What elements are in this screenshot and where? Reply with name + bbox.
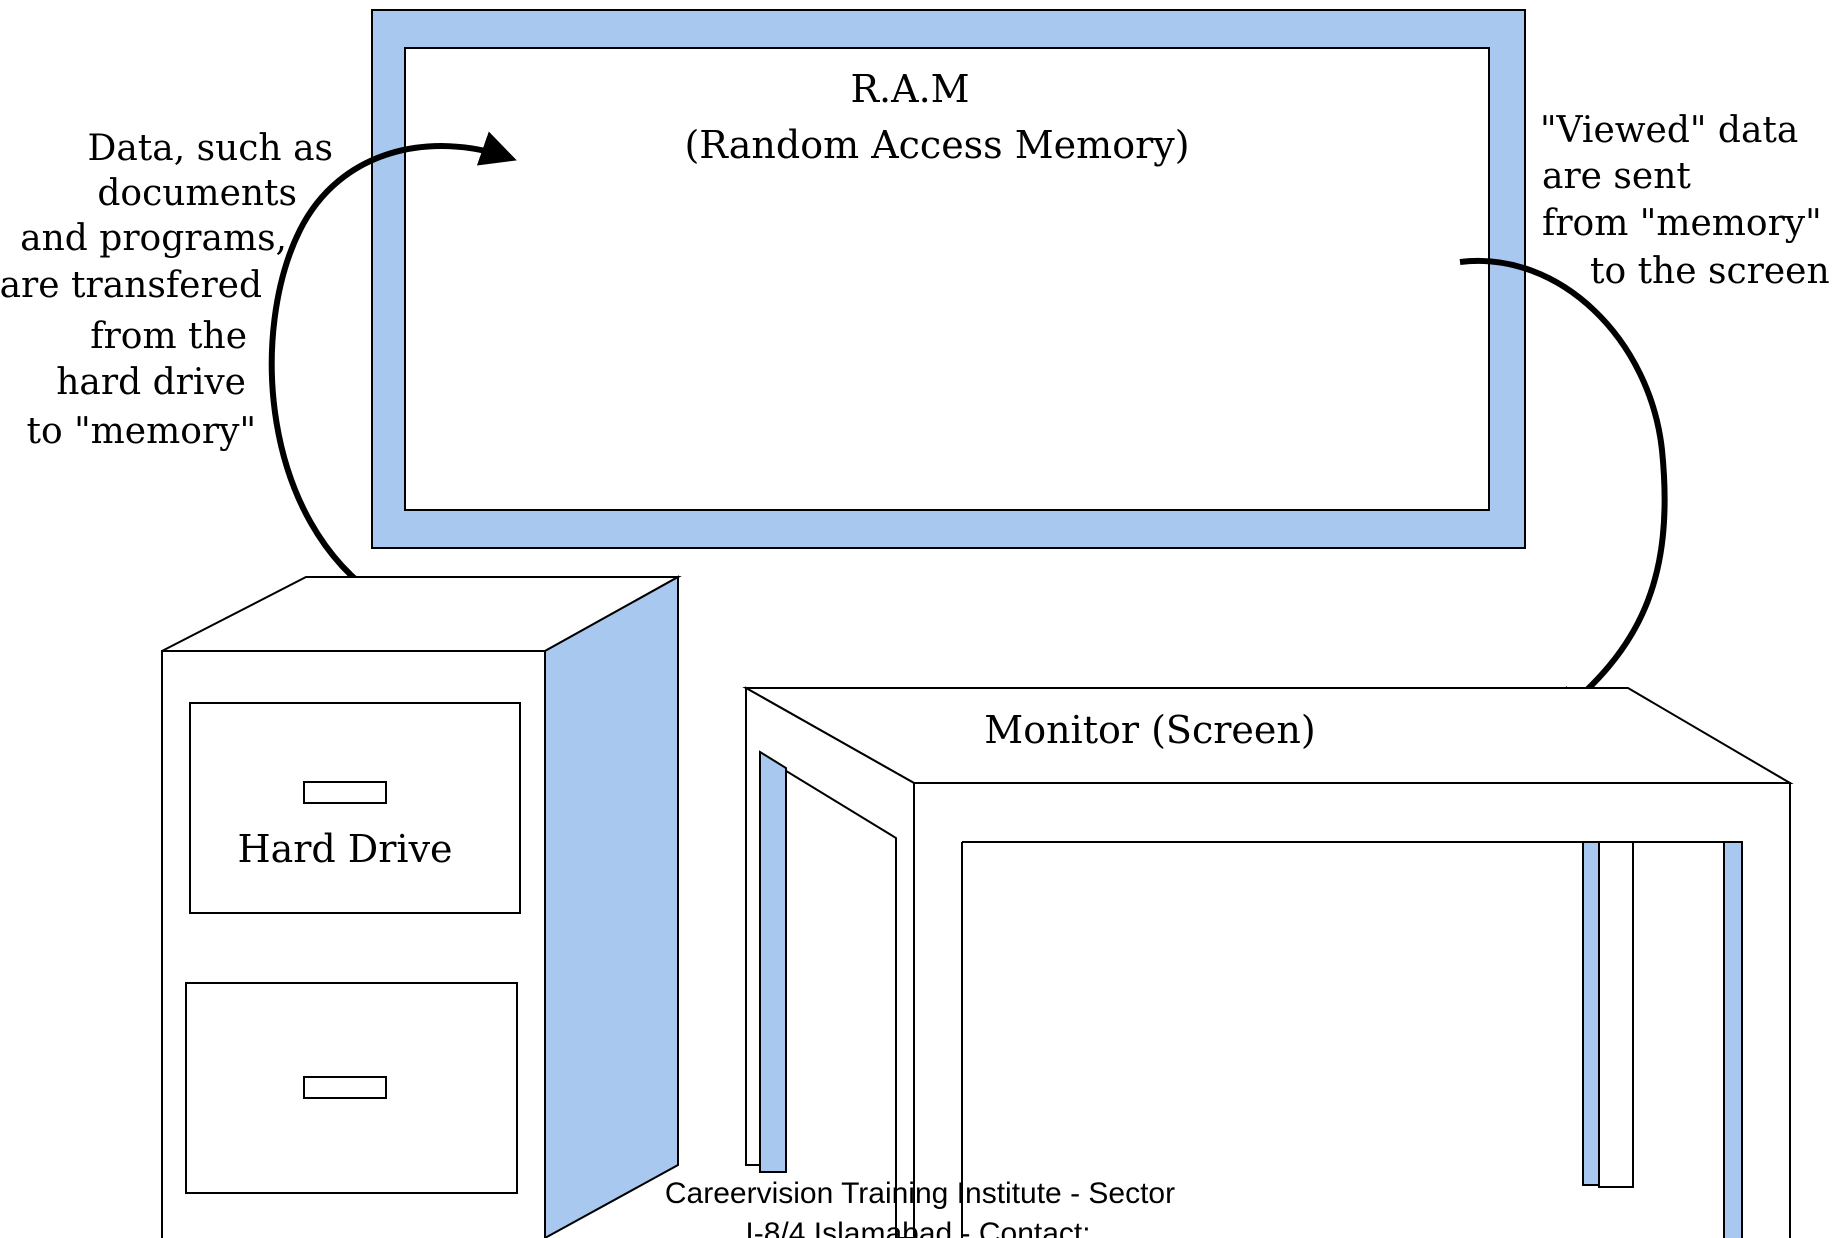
drawer-top [189, 702, 521, 914]
ram-title: R.A.M [850, 67, 969, 111]
svg-text:I-8/4 Islamabad - Contact:: I-8/4 Islamabad - Contact: [745, 1217, 1090, 1238]
svg-text:to "memory": to "memory" [27, 411, 257, 452]
svg-text:"Viewed" data: "Viewed" data [1540, 110, 1798, 151]
svg-text:from the: from the [90, 316, 247, 357]
drawer-handle [303, 1076, 387, 1099]
svg-text:to the screen: to the screen [1590, 251, 1830, 292]
curved-arrow-icon [1459, 257, 1668, 723]
ram-subtitle: (Random Access Memory) [684, 123, 1189, 167]
left-note: Data, such as documents and programs, ar… [0, 128, 333, 452]
drawer-handle [303, 781, 387, 804]
hard-drive-cabinet [161, 575, 682, 1238]
svg-text:hard drive: hard drive [56, 362, 246, 403]
svg-text:from "memory": from "memory" [1542, 203, 1822, 244]
curved-arrow-icon [268, 131, 517, 603]
footer-caption: Careervision Training Institute - Sector… [665, 1177, 1175, 1238]
ram-box [371, 9, 1526, 549]
svg-text:and programs,: and programs, [20, 218, 287, 259]
svg-text:are transfered: are transfered [0, 265, 262, 306]
svg-text:documents: documents [97, 173, 297, 214]
monitor-label: Monitor (Screen) [984, 708, 1315, 752]
monitor-desk [742, 686, 1794, 1238]
right-note: "Viewed" data are sent from "memory" to … [1540, 110, 1830, 292]
hard-drive-label: Hard Drive [237, 827, 452, 871]
svg-text:Careervision Training Institut: Careervision Training Institute - Sector [665, 1177, 1175, 1210]
svg-text:are sent: are sent [1542, 156, 1691, 197]
svg-text:Data, such as: Data, such as [87, 128, 333, 169]
